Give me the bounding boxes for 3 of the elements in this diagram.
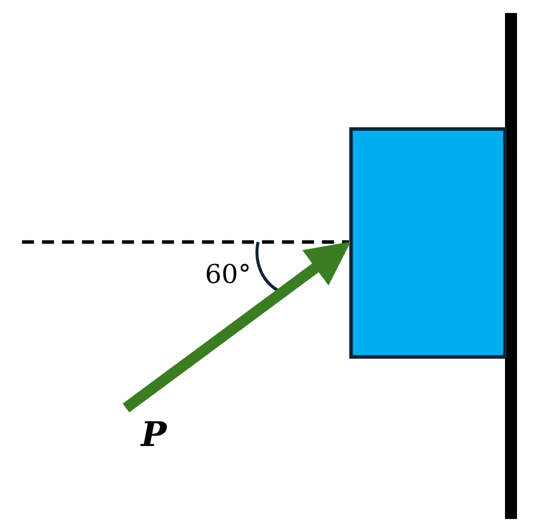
angle-label: 60° (205, 262, 252, 288)
force-label: P (141, 418, 167, 452)
block (349, 127, 507, 359)
